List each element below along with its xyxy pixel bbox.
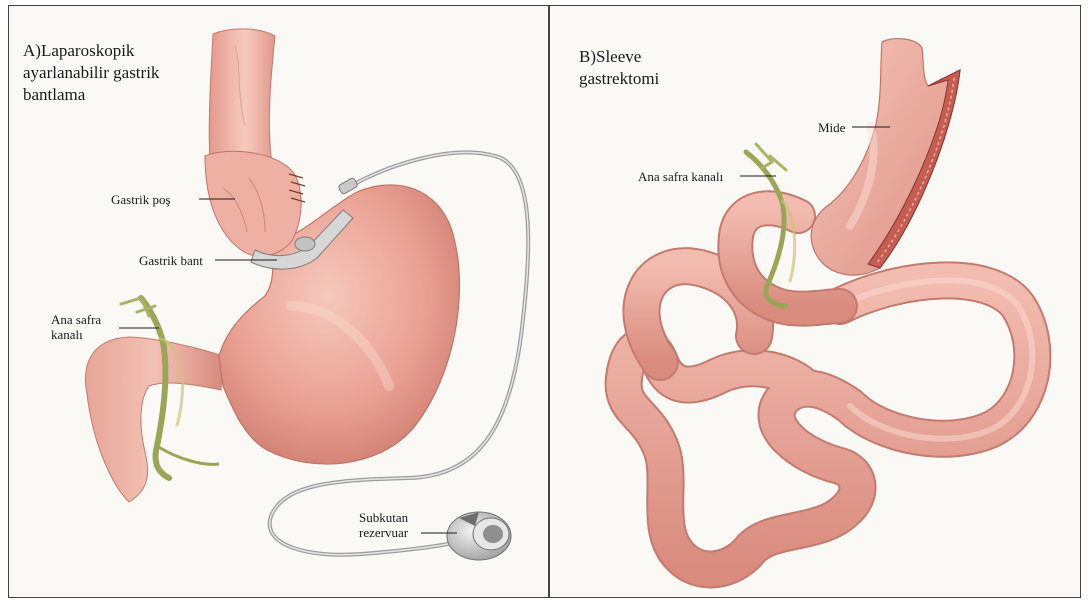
panel-b-title-line2: gastrektomi: [579, 68, 659, 90]
gastric-pouch: [205, 151, 301, 256]
duodenum: [85, 337, 223, 502]
label-bile-duct-a-line1: Ana safra: [51, 312, 101, 327]
sleeve-gastrectomy-illustration: [550, 6, 1081, 598]
panel-a-title-line3: bantlama: [23, 84, 159, 106]
reservoir-port: [447, 512, 511, 560]
panel-gastric-banding: A)Laparoskopik ayarlanabilir gastrik ban…: [8, 5, 549, 598]
label-stomach: Mide: [818, 120, 845, 135]
label-reservoir-line2: rezervuar: [359, 525, 408, 540]
label-bile-duct-b: Ana safra kanalı: [638, 169, 723, 184]
label-gastric-pouch: Gastrik poş: [111, 192, 171, 207]
label-bile-duct-a-line2: kanalı: [51, 327, 101, 342]
panel-b-title: B)Sleeve gastrektomi: [579, 46, 659, 90]
label-reservoir: Subkutan rezervuar: [359, 510, 408, 540]
panel-b-title-line1: B)Sleeve: [579, 46, 659, 68]
label-bile-duct-a: Ana safra kanalı: [51, 312, 101, 342]
label-reservoir-line1: Subkutan: [359, 510, 408, 525]
panel-sleeve-gastrectomy: B)Sleeve gastrektomi Mide Ana safra kana…: [549, 5, 1081, 598]
panel-a-title-line2: ayarlanabilir gastrik: [23, 62, 159, 84]
panel-a-title-line1: A)Laparoskopik: [23, 40, 159, 62]
label-gastric-band: Gastrik bant: [139, 253, 203, 268]
panel-a-title: A)Laparoskopik ayarlanabilir gastrik ban…: [23, 40, 159, 106]
